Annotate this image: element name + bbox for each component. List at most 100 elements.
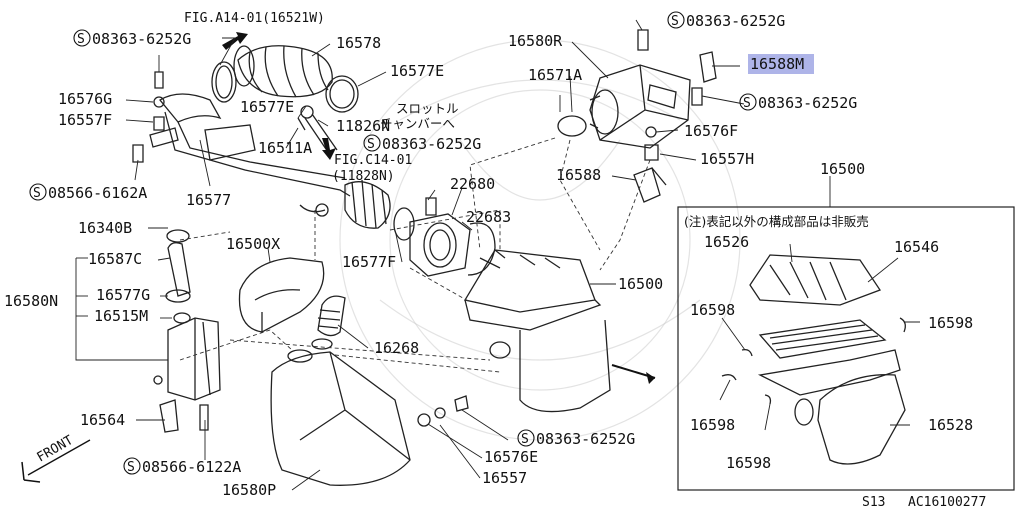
duct-16571A[interactable] [557, 89, 619, 137]
resonator-16580N[interactable] [167, 317, 221, 401]
screw-08566-6122A[interactable]: S 08566-6122A [123, 457, 241, 476]
label-16526[interactable]: 16526 [704, 233, 749, 251]
svg-text:S: S [743, 96, 751, 111]
reference-arrows [21, 32, 656, 483]
label-16580N[interactable]: 16580N [4, 292, 58, 310]
air-cleaner-16500[interactable] [463, 249, 611, 413]
connector-16577F[interactable] [344, 179, 415, 241]
label-16557-bottom[interactable]: 16557 [482, 469, 527, 487]
label-16598-b[interactable]: 16598 [928, 314, 973, 332]
label-16571A[interactable]: 16571A [528, 66, 582, 84]
filter-element-16546[interactable] [758, 319, 887, 359]
resonator-group [153, 229, 221, 433]
label-16580R[interactable]: 16580R [508, 32, 563, 50]
pipe-16587C[interactable] [166, 229, 191, 297]
label-11826N[interactable]: 11826N [336, 117, 390, 135]
label-16500-mid[interactable]: 16500 [618, 275, 663, 293]
label-16515M[interactable]: 16515M [94, 307, 148, 325]
label-16588M[interactable]: 16588M [750, 55, 804, 73]
label-16587C[interactable]: 16587C [88, 250, 142, 268]
clamp-16577E-top[interactable] [211, 61, 359, 113]
duct-16268[interactable] [317, 295, 346, 337]
label-16577[interactable]: 16577 [186, 191, 231, 209]
label-16528[interactable]: 16528 [928, 416, 973, 434]
screw-08363-bottom[interactable]: S 08363-6252G [517, 429, 635, 448]
label-16598-c[interactable]: 16598 [690, 416, 735, 434]
arrow-to-kit-head [646, 372, 655, 384]
svg-text:08566-6162A: 08566-6162A [48, 184, 147, 202]
watermark-emblem [339, 39, 741, 441]
svg-text:08363-6252G: 08363-6252G [382, 135, 481, 153]
label-kit-note: (注)表記以外の構成部品は非販売 [684, 214, 869, 229]
kit-box-frame [677, 206, 1015, 491]
resonator-16580R[interactable] [589, 64, 691, 149]
bolts-left[interactable] [132, 71, 179, 163]
label-page-code: S13 [862, 495, 885, 510]
label-throttle-note-2: チャンバーへ [380, 116, 455, 131]
label-front: FRONT [35, 433, 77, 466]
front-arrow-head [21, 461, 41, 483]
screw-08566-6162A[interactable]: S 08566-6162A [29, 183, 147, 202]
svg-text:08363-6252G: 08363-6252G [686, 12, 785, 30]
gasket-22683[interactable] [467, 222, 496, 276]
bracket-16564[interactable] [153, 375, 209, 433]
svg-text:08363-6252G: 08363-6252G [92, 30, 191, 48]
filter-cover-16526[interactable] [749, 254, 881, 306]
label-16500X[interactable]: 16500X [226, 235, 280, 253]
label-16557F[interactable]: 16557F [58, 111, 112, 129]
screw-08363-top-left[interactable]: S 08363-6252G [73, 29, 191, 48]
label-16340B[interactable]: 16340B [78, 219, 132, 237]
air-cleaner-center [409, 197, 611, 413]
air-duct-16577[interactable] [159, 93, 351, 217]
grommets-lower[interactable] [417, 395, 469, 427]
label-16268[interactable]: 16268 [374, 339, 419, 357]
svg-text:S: S [77, 32, 85, 47]
label-16500-box[interactable]: 16500 [820, 160, 865, 178]
label-fig-c14-line1[interactable]: FIG.C14-01 [334, 153, 412, 168]
label-16588[interactable]: 16588 [556, 166, 601, 184]
throttle-body-22680[interactable] [409, 197, 471, 277]
label-16564[interactable]: 16564 [80, 411, 125, 429]
label-16576F[interactable]: 16576F [684, 122, 738, 140]
label-16577E-mid[interactable]: 16577E [240, 98, 294, 116]
label-throttle-note-1: スロットル [396, 101, 459, 116]
svg-text:S: S [671, 14, 679, 29]
screw-08363-top-right[interactable]: S 08363-6252G [667, 11, 785, 30]
label-16598-d[interactable]: 16598 [726, 454, 771, 472]
label-16577G[interactable]: 16577G [96, 286, 150, 304]
duct-16500X[interactable] [238, 257, 325, 333]
label-16598-a[interactable]: 16598 [690, 301, 735, 319]
label-16546[interactable]: 16546 [894, 238, 939, 256]
label-16580P[interactable]: 16580P [222, 481, 276, 499]
label-fig-a14[interactable]: FIG.A14-01(16521W) [184, 11, 325, 26]
screw-08363-mid[interactable]: S 08363-6252G [363, 134, 481, 153]
arrow-fig-a14 [222, 32, 248, 50]
svg-text:S: S [33, 186, 41, 201]
filter-case-16528[interactable] [757, 349, 906, 465]
bellows-duct-16578[interactable] [233, 45, 333, 98]
label-16576G[interactable]: 16576G [58, 90, 112, 108]
label-16576E[interactable]: 16576E [484, 448, 538, 466]
svg-text:S: S [521, 432, 529, 447]
intake-duct-group [132, 45, 415, 241]
label-16511A[interactable]: 16511A [258, 139, 312, 157]
label-16577F[interactable]: 16577F [342, 253, 396, 271]
part-labels: FIG.A14-01(16521W) FIG.C14-01 (11828N) ス… [4, 11, 986, 510]
label-22683[interactable]: 22683 [466, 208, 511, 226]
clips-16598[interactable] [721, 317, 906, 405]
resonator-16580P[interactable] [270, 338, 411, 486]
label-16557H[interactable]: 16557H [700, 150, 754, 168]
svg-text:08363-6252G: 08363-6252G [758, 94, 857, 112]
leader-lines [75, 19, 899, 491]
arrow-fig-c14 [322, 138, 336, 160]
label-16577E-top[interactable]: 16577E [390, 62, 444, 80]
label-22680[interactable]: 22680 [450, 175, 495, 193]
kit-box [677, 206, 1015, 491]
label-fig-c14-line2[interactable]: (11828N) [332, 169, 395, 184]
highlight-16588M[interactable] [748, 54, 814, 74]
bracket-16588[interactable] [633, 167, 667, 203]
label-16578[interactable]: 16578 [336, 34, 381, 52]
screw-08363-right[interactable]: S 08363-6252G [739, 93, 857, 112]
